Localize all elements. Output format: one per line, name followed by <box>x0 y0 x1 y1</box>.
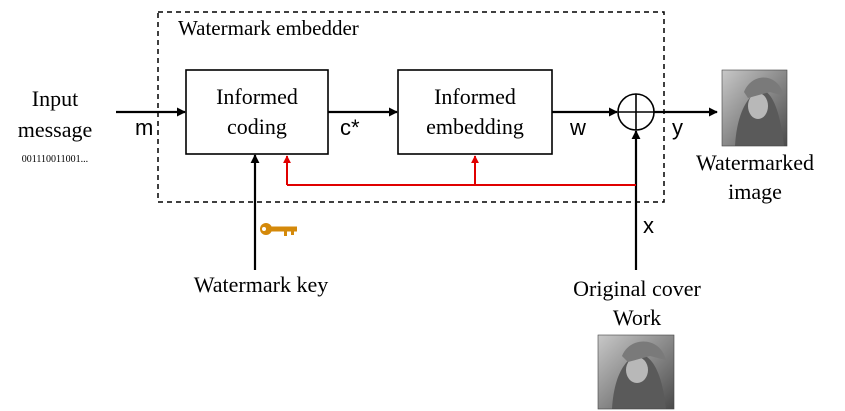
watermark-key-label: Watermark key <box>194 272 328 297</box>
input-label-line1: Input <box>32 86 78 111</box>
input-label-line2: message <box>18 117 93 142</box>
input-bits: 001110011001... <box>22 154 88 165</box>
coding-label-line2: coding <box>227 114 287 139</box>
signal-x: x <box>643 213 654 238</box>
signal-w: w <box>569 115 586 140</box>
embedder-boundary <box>157 11 665 203</box>
embedder-label: Watermark embedder <box>178 16 359 40</box>
signal-m: m <box>135 115 153 140</box>
signal-y: y <box>672 115 683 140</box>
circle-plus-icon <box>617 93 655 131</box>
cover-feedback-path <box>283 155 636 186</box>
cover-photo-icon <box>597 334 675 410</box>
cover-label-line1: Original cover <box>573 276 701 301</box>
embedding-label-line1: Informed <box>434 84 516 109</box>
informed-coding-block <box>185 69 329 155</box>
key-icon <box>260 223 297 236</box>
coding-label-line1: Informed <box>216 84 298 109</box>
watermarked-label-line1: Watermarked <box>696 150 814 175</box>
portrait-photo-icon <box>721 69 788 147</box>
informed-embedding-block <box>397 69 553 155</box>
watermarked-label-line2: image <box>728 179 782 204</box>
signal-c-star: c* <box>340 115 360 140</box>
cover-label-line2: Work <box>613 305 661 330</box>
embedding-label-line2: embedding <box>426 114 524 139</box>
